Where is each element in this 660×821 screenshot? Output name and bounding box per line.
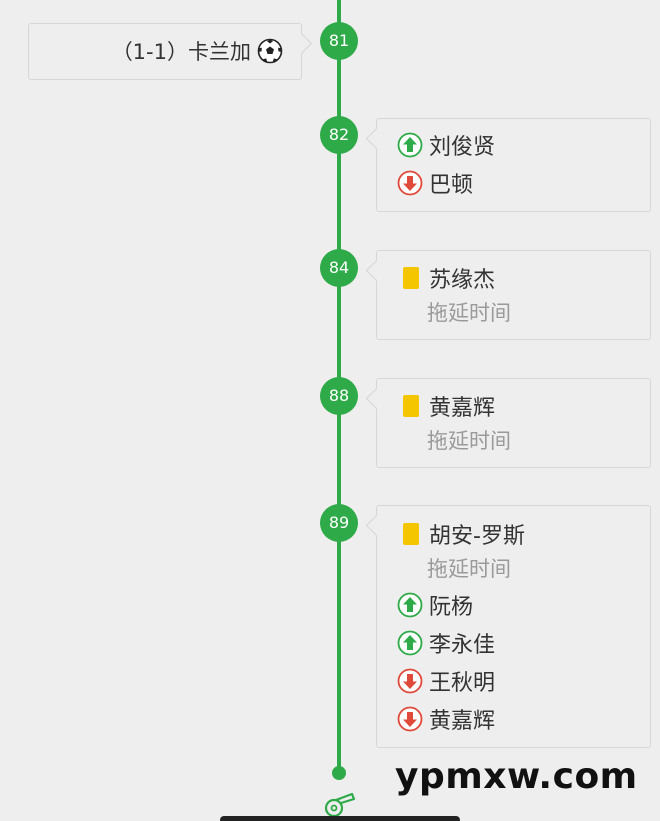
sub-out-row: 巴顿 <box>397 167 473 199</box>
card-reason: 拖延时间 <box>427 301 511 325</box>
sub-out-row: 王秋明 <box>397 665 495 697</box>
card-reason: 拖延时间 <box>427 429 511 453</box>
minute-badge: 84 <box>320 249 358 287</box>
minute-badge: 81 <box>320 22 358 60</box>
minute-badge: 88 <box>320 377 358 415</box>
sub-in-row: 刘俊贤 <box>397 129 495 161</box>
card-reason: 拖延时间 <box>427 557 511 581</box>
soccer-ball-icon <box>257 38 283 64</box>
timeline-end-dot <box>332 766 346 780</box>
home-indicator <box>220 816 460 821</box>
sub-out-arrow-icon <box>397 170 423 196</box>
sub-in-row: 阮杨 <box>397 589 473 621</box>
sub-in-arrow-icon <box>397 132 423 158</box>
minute-badge: 89 <box>320 504 358 542</box>
sub-in-player: 阮杨 <box>429 595 474 620</box>
yellow-card-icon <box>397 265 423 291</box>
sub-out-arrow-icon <box>397 668 423 694</box>
substitution-event-card[interactable]: 刘俊贤 巴顿 <box>376 118 651 212</box>
goal-score-scorer: （1-1）卡兰加 <box>111 40 251 64</box>
card-row: 苏缘杰 <box>397 262 495 294</box>
sub-in-arrow-icon <box>397 592 423 618</box>
yellow-card-icon <box>397 393 423 419</box>
watermark-text: ypmxw.com <box>395 756 638 797</box>
sub-out-player: 巴顿 <box>429 173 474 198</box>
card-player: 黄嘉辉 <box>429 396 496 421</box>
goal-event: （1-1）卡兰加 <box>112 36 283 66</box>
sub-in-row: 李永佳 <box>397 627 495 659</box>
yellow-card-event-card[interactable]: 黄嘉辉 拖延时间 <box>376 378 651 468</box>
goal-event-card[interactable]: （1-1）卡兰加 <box>28 23 302 80</box>
sub-in-player: 刘俊贤 <box>429 135 496 160</box>
sub-out-row: 黄嘉辉 <box>397 703 495 735</box>
card-player: 胡安-罗斯 <box>429 524 525 549</box>
card-player: 苏缘杰 <box>429 268 496 293</box>
multi-event-card[interactable]: 胡安-罗斯 拖延时间 阮杨 李永佳 <box>376 505 651 748</box>
sub-out-player: 黄嘉辉 <box>429 709 496 734</box>
card-row: 胡安-罗斯 <box>397 518 525 550</box>
sub-out-player: 王秋明 <box>429 671 496 696</box>
minute-badge: 82 <box>320 116 358 154</box>
sub-in-player: 李永佳 <box>429 633 496 658</box>
sub-in-arrow-icon <box>397 630 423 656</box>
sub-out-arrow-icon <box>397 706 423 732</box>
card-row: 黄嘉辉 <box>397 390 495 422</box>
yellow-card-icon <box>397 521 423 547</box>
yellow-card-event-card[interactable]: 苏缘杰 拖延时间 <box>376 250 651 340</box>
